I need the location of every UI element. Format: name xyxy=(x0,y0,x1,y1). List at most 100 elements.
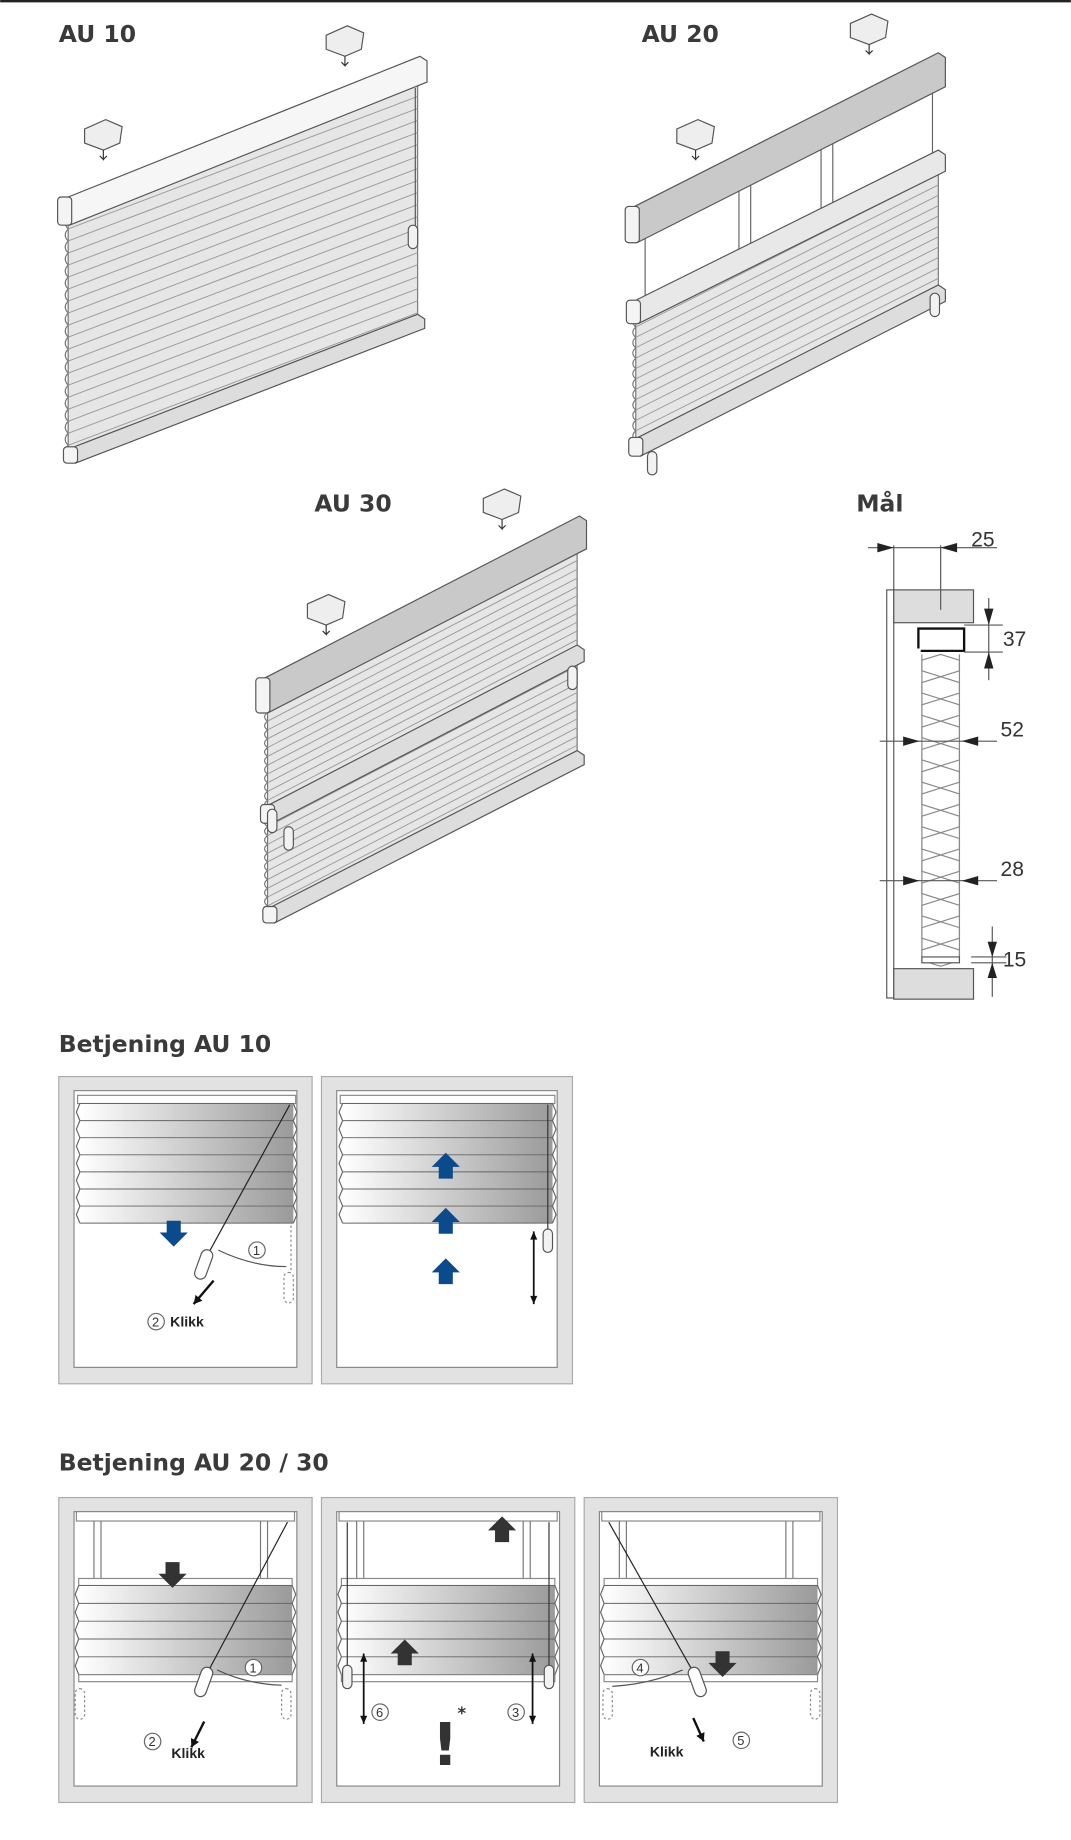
pleat-line xyxy=(68,96,418,230)
headrail xyxy=(75,1511,296,1522)
pleat-edge xyxy=(599,1585,605,1604)
mounting-bracket-icon xyxy=(325,25,365,57)
pleat-edge xyxy=(338,1137,344,1156)
step-2-circle xyxy=(147,1312,165,1331)
au30-blind-illustration xyxy=(255,488,588,924)
pleat-edge xyxy=(632,378,637,390)
pleat-edge xyxy=(64,432,69,446)
dim-37: 37 xyxy=(1003,628,1026,651)
double-arrow-head xyxy=(360,1653,368,1724)
pleat-line xyxy=(267,577,578,740)
pleat-line xyxy=(267,744,578,907)
pleat-edge xyxy=(291,1638,297,1658)
step-2: 2 xyxy=(149,1734,156,1749)
dim-25: 25 xyxy=(971,528,994,551)
pleat-edge xyxy=(632,368,637,380)
pleat-edge xyxy=(554,1656,559,1675)
pleat-edge xyxy=(264,879,268,889)
cord xyxy=(208,1521,288,1671)
measurement-diagram xyxy=(867,542,1007,1000)
pleat-edge xyxy=(337,1638,342,1658)
dim-15: 15 xyxy=(1003,948,1026,971)
pleat-line xyxy=(68,144,418,278)
bottom-rail xyxy=(78,1674,293,1683)
pleat-edge xyxy=(337,1585,342,1604)
honeycomb-cell xyxy=(921,832,961,856)
pleat-edge xyxy=(632,326,637,338)
bottom-rail xyxy=(603,1674,819,1683)
pleat-edge xyxy=(75,1205,81,1224)
pleat-line xyxy=(68,168,418,302)
operation-au20-30-title: Betjening AU 20 / 30 xyxy=(59,1449,329,1477)
pleat-line xyxy=(267,595,578,757)
cord-handle xyxy=(266,808,278,834)
pleat-edge xyxy=(64,228,69,242)
pleat-line xyxy=(267,718,578,880)
pleat-line xyxy=(68,288,418,422)
pleat-edge xyxy=(75,1120,81,1138)
pleat-edge xyxy=(554,1620,559,1640)
headrail xyxy=(76,1094,297,1105)
move-path-arrow xyxy=(612,1669,683,1687)
pleat-edge xyxy=(264,861,268,872)
honeycomb-cell xyxy=(921,898,961,923)
pleat-edge xyxy=(632,419,637,432)
honeycomb-cell xyxy=(921,742,961,767)
pleat-edge xyxy=(75,1137,81,1156)
pleat-edge xyxy=(264,729,268,740)
screw-arrow-icon xyxy=(865,44,874,56)
pleat-edge xyxy=(64,324,69,338)
pleat-edge xyxy=(551,1137,557,1156)
au10-panel-lower xyxy=(58,1075,313,1385)
pleat-edge xyxy=(554,1638,559,1658)
honeycomb-cell xyxy=(921,854,961,878)
pleat-edge xyxy=(551,1205,557,1224)
cord-handle-previous-position xyxy=(74,1688,86,1720)
middle-rail xyxy=(78,1577,293,1587)
pleat-edge xyxy=(632,388,637,401)
pleat-line xyxy=(267,665,578,828)
pleat-edge xyxy=(551,1154,557,1173)
pleat-line xyxy=(68,252,418,386)
honeycomb-cell xyxy=(921,720,961,745)
pleat-edge xyxy=(632,347,637,359)
headrail xyxy=(601,1511,821,1522)
pleat-line xyxy=(68,300,418,434)
up-arrow-icon xyxy=(431,1258,460,1285)
pleated-fabric xyxy=(78,1585,293,1675)
pleat-edge xyxy=(64,336,69,350)
pleated-fabric xyxy=(79,1103,294,1224)
step-1: 1 xyxy=(253,1243,260,1258)
honeycomb-cell xyxy=(921,698,961,722)
pleat-edge xyxy=(292,1120,298,1138)
pleat-edge xyxy=(291,1656,297,1675)
pleat-edge xyxy=(632,399,637,411)
pleat-edge xyxy=(64,408,69,422)
pleat-line xyxy=(267,692,578,854)
cord-handle xyxy=(283,826,294,851)
pleat-edge xyxy=(292,1205,298,1224)
au20-30-panel-lower-top xyxy=(58,1496,313,1804)
down-arrow-icon xyxy=(159,1220,188,1247)
cord-handle xyxy=(194,1666,214,1698)
step-5: 5 xyxy=(737,1733,744,1748)
pleat-edge xyxy=(64,300,69,314)
au20-30-step-labels: 1 2 Klikk 3 4 5 6 Klikk ! * xyxy=(143,1658,751,1779)
double-arrow-head xyxy=(529,1653,537,1724)
pleat-edge xyxy=(64,240,69,254)
operation-au10-title: Betjening AU 10 xyxy=(59,1030,271,1058)
pleat-line xyxy=(68,204,418,338)
pleat-line xyxy=(635,257,939,411)
pleat-edge xyxy=(292,1188,298,1207)
cord-handle xyxy=(929,292,941,318)
mounting-bracket-icon xyxy=(306,593,346,626)
pleat-edge xyxy=(264,720,268,731)
mounting-bracket-icon xyxy=(849,13,889,46)
step-2: 2 xyxy=(152,1314,159,1329)
pull-arrow-icon-head xyxy=(193,1294,203,1305)
pleat-edge xyxy=(74,1603,80,1622)
pleat-edge xyxy=(338,1188,344,1207)
pleat-edge xyxy=(816,1656,822,1675)
pleat-edge xyxy=(816,1603,822,1622)
honeycomb-cell xyxy=(921,787,961,811)
